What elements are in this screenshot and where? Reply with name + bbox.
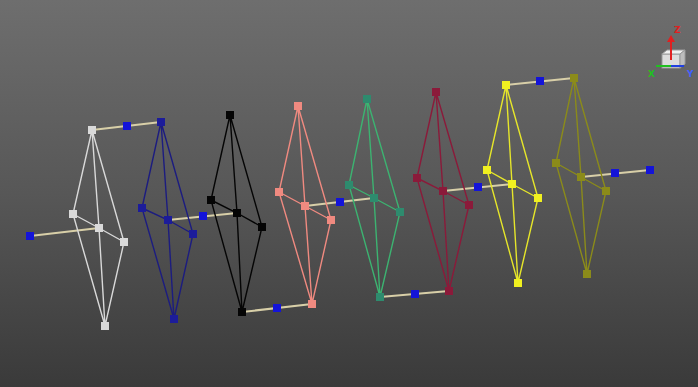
axis-label: X	[648, 70, 655, 79]
axis-label: Z	[674, 26, 681, 35]
axis-label: Y	[687, 70, 694, 79]
vertex-markers	[69, 74, 610, 330]
link-lines	[30, 78, 650, 312]
link-markers	[26, 77, 654, 312]
octahedra	[73, 78, 606, 326]
axis-triad	[656, 35, 685, 68]
